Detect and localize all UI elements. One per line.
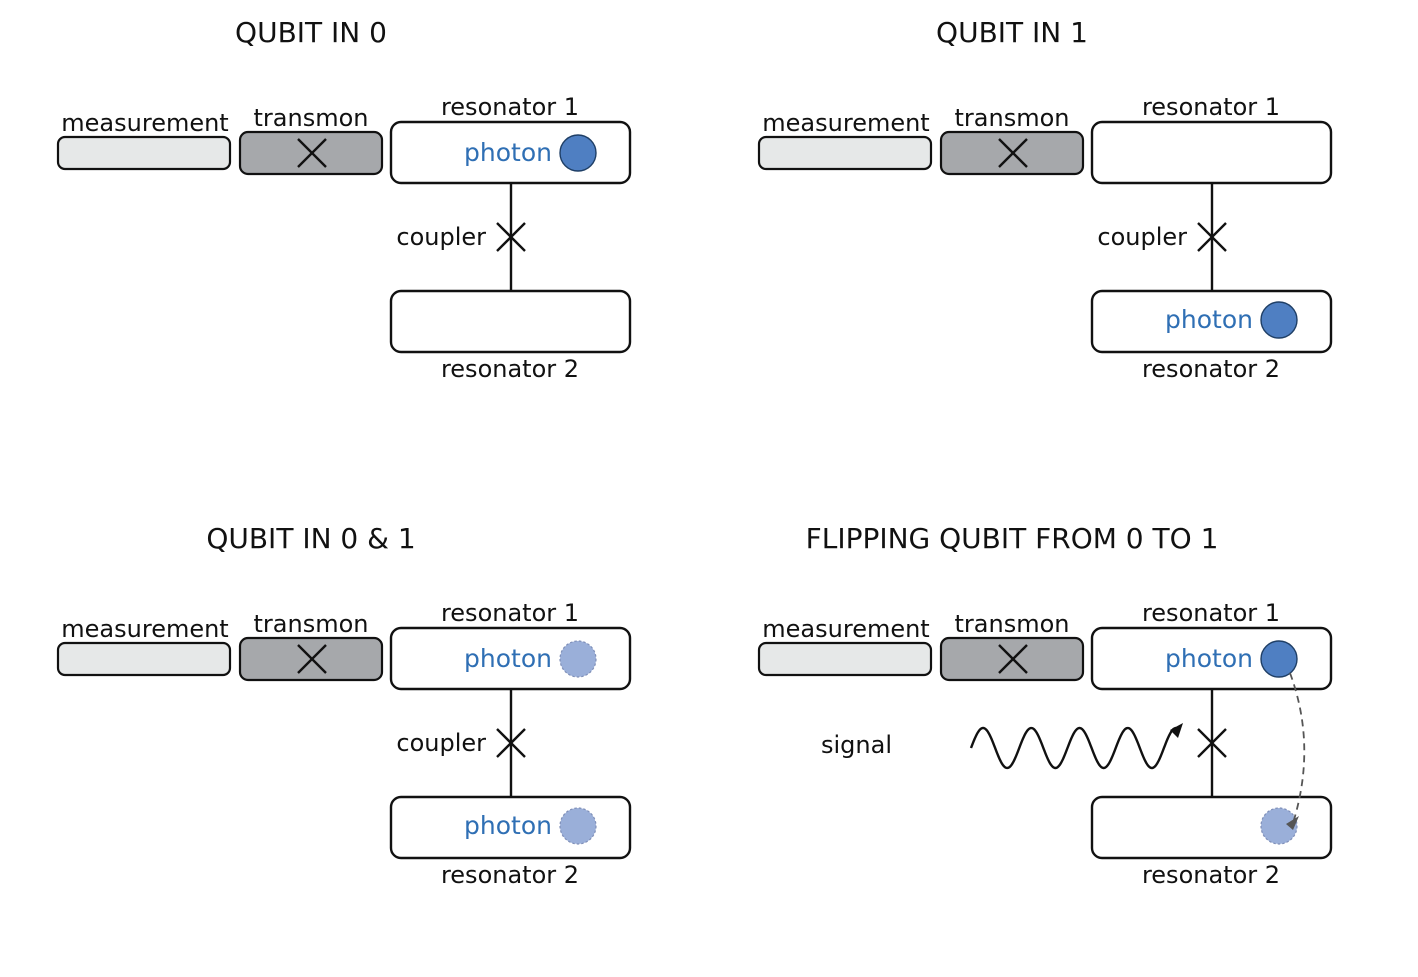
photon-resonator-1-icon <box>559 134 597 172</box>
coupler-x-icon <box>496 728 526 758</box>
resonator-1-label: resonator 1 <box>1142 93 1280 121</box>
panel-svg: QUBIT IN 0 & 1 measurement transmon reso… <box>56 522 632 889</box>
measurement-label: measurement <box>61 109 228 137</box>
panel-svg: QUBIT IN 0 measurement transmon resonato… <box>56 16 632 383</box>
photon-label-resonator-1: photon <box>464 138 552 167</box>
diagram-panel-4: FLIPPING QUBIT FROM 0 TO 1 measurement t… <box>701 506 1401 977</box>
photon-transfer-arrow <box>1289 672 1306 824</box>
signal-arrowhead-icon <box>1170 723 1183 738</box>
photon-resonator-2-icon <box>1260 301 1298 339</box>
resonator-1-label: resonator 1 <box>441 599 579 627</box>
transmon-label: transmon <box>254 104 369 132</box>
transmon-label: transmon <box>955 104 1070 132</box>
coupler-x-icon <box>1197 728 1227 758</box>
josephson-junction-x-icon <box>297 138 327 168</box>
signal-wave-icon <box>969 726 1177 770</box>
diagram-panel-3: QUBIT IN 0 & 1 measurement transmon reso… <box>0 506 700 977</box>
resonator-2-label: resonator 2 <box>1142 355 1280 383</box>
panel-title: QUBIT IN 0 <box>235 16 387 49</box>
measurement-label: measurement <box>762 615 929 643</box>
resonator-2-label: resonator 2 <box>1142 861 1280 889</box>
coupler-label: coupler <box>396 223 486 251</box>
photon-label-resonator-1: photon <box>464 644 552 673</box>
resonator-2-label: resonator 2 <box>441 861 579 889</box>
panel-svg: FLIPPING QUBIT FROM 0 TO 1 measurement t… <box>757 522 1333 889</box>
josephson-junction-x-icon <box>297 644 327 674</box>
measurement-label: measurement <box>762 109 929 137</box>
coupler-x-icon <box>1197 222 1227 252</box>
measurement-label: measurement <box>61 615 228 643</box>
panel-title: QUBIT IN 1 <box>936 16 1088 49</box>
resonator-1-label: resonator 1 <box>441 93 579 121</box>
panel-svg: QUBIT IN 1 measurement transmon resonato… <box>757 16 1333 383</box>
signal-label: signal <box>821 731 892 759</box>
resonator-1-box <box>1090 120 1333 185</box>
transfer-arrow-group <box>1286 672 1306 830</box>
transmon-label: transmon <box>955 610 1070 638</box>
coupler-label: coupler <box>396 729 486 757</box>
photon-resonator-1-icon <box>559 640 597 678</box>
transmon-label: transmon <box>254 610 369 638</box>
photon-label-resonator-2: photon <box>464 811 552 840</box>
photon-label-resonator-2: photon <box>1165 305 1253 334</box>
diagram-panel-1: QUBIT IN 0 measurement transmon resonato… <box>0 0 700 471</box>
measurement-box <box>56 135 232 171</box>
photon-resonator-2-icon <box>1260 807 1298 845</box>
photon-resonator-1-icon <box>1260 640 1298 678</box>
measurement-box <box>757 135 933 171</box>
josephson-junction-x-icon <box>998 138 1028 168</box>
photon-transfer-arrowhead-icon <box>1286 816 1299 830</box>
resonator-2-box <box>389 289 632 354</box>
resonator-1-label: resonator 1 <box>1142 599 1280 627</box>
panel-title: FLIPPING QUBIT FROM 0 TO 1 <box>806 522 1219 555</box>
signal-group: signal <box>821 723 1183 770</box>
coupler-x-icon <box>496 222 526 252</box>
measurement-box <box>56 641 232 677</box>
josephson-junction-x-icon <box>998 644 1028 674</box>
diagram-panel-2: QUBIT IN 1 measurement transmon resonato… <box>701 0 1401 471</box>
photon-label-resonator-1: photon <box>1165 644 1253 673</box>
photon-resonator-2-icon <box>559 807 597 845</box>
coupler-label: coupler <box>1097 223 1187 251</box>
measurement-box <box>757 641 933 677</box>
panel-title: QUBIT IN 0 & 1 <box>206 522 415 555</box>
resonator-2-label: resonator 2 <box>441 355 579 383</box>
